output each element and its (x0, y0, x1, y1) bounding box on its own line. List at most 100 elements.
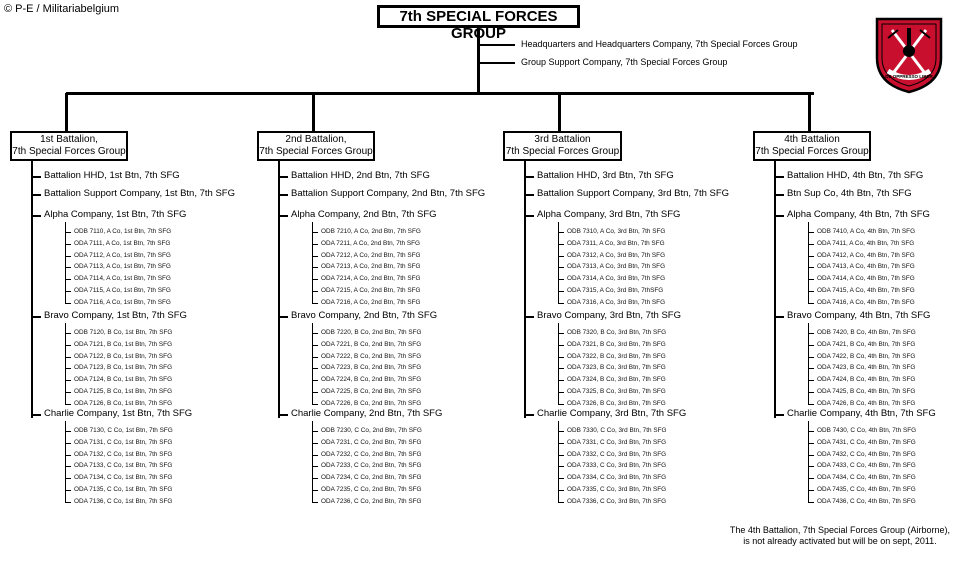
hq-trunk-line (477, 28, 480, 94)
detachment-label: ODA 7234, C Co, 2nd Btn, 7th SFG (321, 474, 422, 482)
detachment-tick (65, 501, 71, 503)
battalion-spine-line (278, 161, 280, 418)
detachment-spine-line (65, 222, 66, 304)
detachment-tick (808, 454, 814, 456)
support-company-label: Battalion Support Company, 3rd Btn, 7th … (537, 188, 730, 199)
detachment-tick (808, 333, 814, 334)
detachment-tick (808, 490, 814, 491)
detachment-tick (808, 501, 814, 503)
battalion-spine-line (524, 161, 526, 418)
detachment-spine-line (65, 323, 66, 405)
detachment-tick (65, 442, 71, 444)
detachment-tick (65, 344, 71, 346)
detachment-label: ODA 7434, C Co, 4th Btn, 7th SFG (817, 474, 916, 482)
detachment-tick (312, 243, 318, 245)
branch-tick (31, 215, 41, 217)
detachment-label: ODA 7116, A Co, 1st Btn, 7th SFG (74, 298, 171, 306)
detachment-tick (65, 243, 71, 245)
detachment-spine-line (65, 421, 66, 503)
support-company-label: Battalion Support Company, 1st Btn, 7th … (44, 188, 235, 199)
detachment-tick (65, 403, 71, 405)
bravo-company-label: Bravo Company, 3rd Btn, 7th SFG (537, 310, 681, 321)
group-support-company-label: Group Support Company, 7th Special Force… (521, 57, 728, 67)
detachment-label: ODA 7113, A Co, 1st Btn, 7th SFG (74, 263, 171, 271)
detachment-tick (808, 442, 814, 444)
detachment-tick (558, 466, 564, 468)
detachment-label: ODA 7431, C Co, 4th Btn, 7th SFG (817, 438, 916, 446)
detachment-label: ODA 7421, B Co, 4th Btn, 7th SFG (817, 340, 916, 348)
detachment-tick (558, 442, 564, 444)
detachment-tick (808, 267, 814, 269)
hq-branch-line (479, 44, 515, 46)
detachment-label: ODA 7236, C Co, 2nd Btn, 7th SFG (321, 497, 422, 505)
detachment-label: ODA 7324, B Co, 3rd Btn, 7th SFG (567, 376, 666, 384)
battalion-title-line-1: 4th Battalion (784, 134, 840, 145)
detachment-label: ODA 7436, C Co, 4th Btn, 7th SFG (817, 497, 916, 505)
detachment-tick (558, 478, 564, 480)
detachment-label: ODB 7410, A Co, 4th Btn, 7th SFG (817, 228, 916, 235)
detachment-label: ODA 7233, C Co, 2nd Btn, 7th SFG (321, 462, 422, 470)
branch-tick (278, 194, 288, 196)
battalion-title-line-1: 1st Battalion, (40, 134, 98, 145)
detachment-tick (558, 356, 564, 358)
note-line-1: The 4th Battalion, 7th Special Forces Gr… (729, 525, 950, 535)
detachment-tick (808, 392, 814, 393)
detachment-tick (65, 356, 71, 358)
detachment-tick (65, 478, 71, 480)
detachment-label: ODA 7121, B Co, 1st Btn, 7th SFG (74, 340, 173, 348)
detachment-label: ODB 7230, C Co, 2nd Btn, 7th SFG (321, 427, 422, 434)
detachment-label: ODA 7314, A Co, 3rd Btn, 7th SFG (567, 275, 666, 283)
detachment-label: ODA 7424, B Co, 4th Btn, 7th SFG (817, 376, 916, 384)
detachment-tick (558, 368, 564, 370)
detachment-label: ODA 7211, A Co, 2nd Btn, 7th SFG (321, 239, 420, 247)
detachment-tick (312, 442, 318, 444)
support-company-label: Btn Sup Co, 4th Btn, 7th SFG (787, 188, 912, 199)
detachment-tick (312, 368, 318, 370)
battalion-drop-line (558, 93, 561, 132)
detachment-label: ODA 7333, C Co, 3rd Btn, 7th SFG (567, 462, 667, 470)
detachment-label: ODA 7315, A Co, 3rd Btn, 7thSFG (567, 287, 664, 294)
detachment-label: ODA 7221, B Co, 2nd Btn, 7th SFG (321, 340, 422, 348)
detachment-spine-line (312, 323, 313, 405)
detachment-tick (312, 267, 318, 269)
detachment-label: ODB 7330, C Co, 3rd Btn, 7th SFG (567, 427, 667, 434)
detachment-tick (65, 279, 71, 281)
detachment-label: ODA 7123, B Co, 1st Btn, 7th SFG (74, 364, 173, 372)
branch-tick (31, 316, 41, 318)
detachment-tick (808, 368, 814, 370)
detachment-tick (558, 431, 564, 432)
alpha-company-label: Alpha Company, 2nd Btn, 7th SFG (291, 209, 437, 220)
battalion-drop-line (65, 93, 68, 132)
charlie-company-label: Charlie Company, 1st Btn, 7th SFG (44, 408, 193, 419)
detachment-label: ODA 7115, A Co, 1st Btn, 7th SFG (74, 287, 171, 294)
detachment-label: ODA 7311, A Co, 3rd Btn, 7th SFG (567, 239, 665, 247)
detachment-label: ODA 7323, B Co, 3rd Btn, 7th SFG (567, 364, 666, 372)
detachment-label: ODA 7231, C Co, 2nd Btn, 7th SFG (321, 438, 422, 446)
detachment-label: ODA 7325, B Co, 3rd Btn, 7th SFG (567, 388, 666, 395)
battalion-drop-line (808, 93, 811, 132)
detachment-tick (312, 490, 318, 491)
hhd-label: Battalion HHD, 1st Btn, 7th SFG (44, 170, 180, 181)
support-company-label: Battalion Support Company, 2nd Btn, 7th … (291, 188, 486, 199)
detachment-tick (312, 501, 318, 503)
detachment-tick (312, 344, 318, 346)
alpha-company-label: Alpha Company, 3rd Btn, 7th SFG (537, 209, 681, 220)
detachment-tick (558, 501, 564, 503)
detachment-tick (312, 454, 318, 456)
detachment-spine-line (808, 421, 809, 503)
detachment-tick (808, 232, 814, 233)
detachment-spine-line (558, 323, 559, 405)
detachment-label: ODA 7425, B Co, 4th Btn, 7th SFG (817, 388, 916, 395)
detachment-spine-line (558, 421, 559, 503)
detachment-tick (558, 267, 564, 269)
branch-tick (774, 215, 784, 217)
branch-tick (524, 215, 534, 217)
detachment-label: ODB 7110, A Co, 1st Btn, 7th SFG (74, 228, 172, 235)
detachment-tick (558, 333, 564, 334)
detachment-label: ODA 7433, C Co, 4th Btn, 7th SFG (817, 462, 916, 470)
detachment-tick (312, 466, 318, 468)
branch-tick (278, 316, 288, 318)
note-line-2: is not already activated but will be on … (743, 536, 937, 546)
detachment-tick (558, 255, 564, 257)
charlie-company-label: Charlie Company, 3rd Btn, 7th SFG (537, 408, 687, 419)
